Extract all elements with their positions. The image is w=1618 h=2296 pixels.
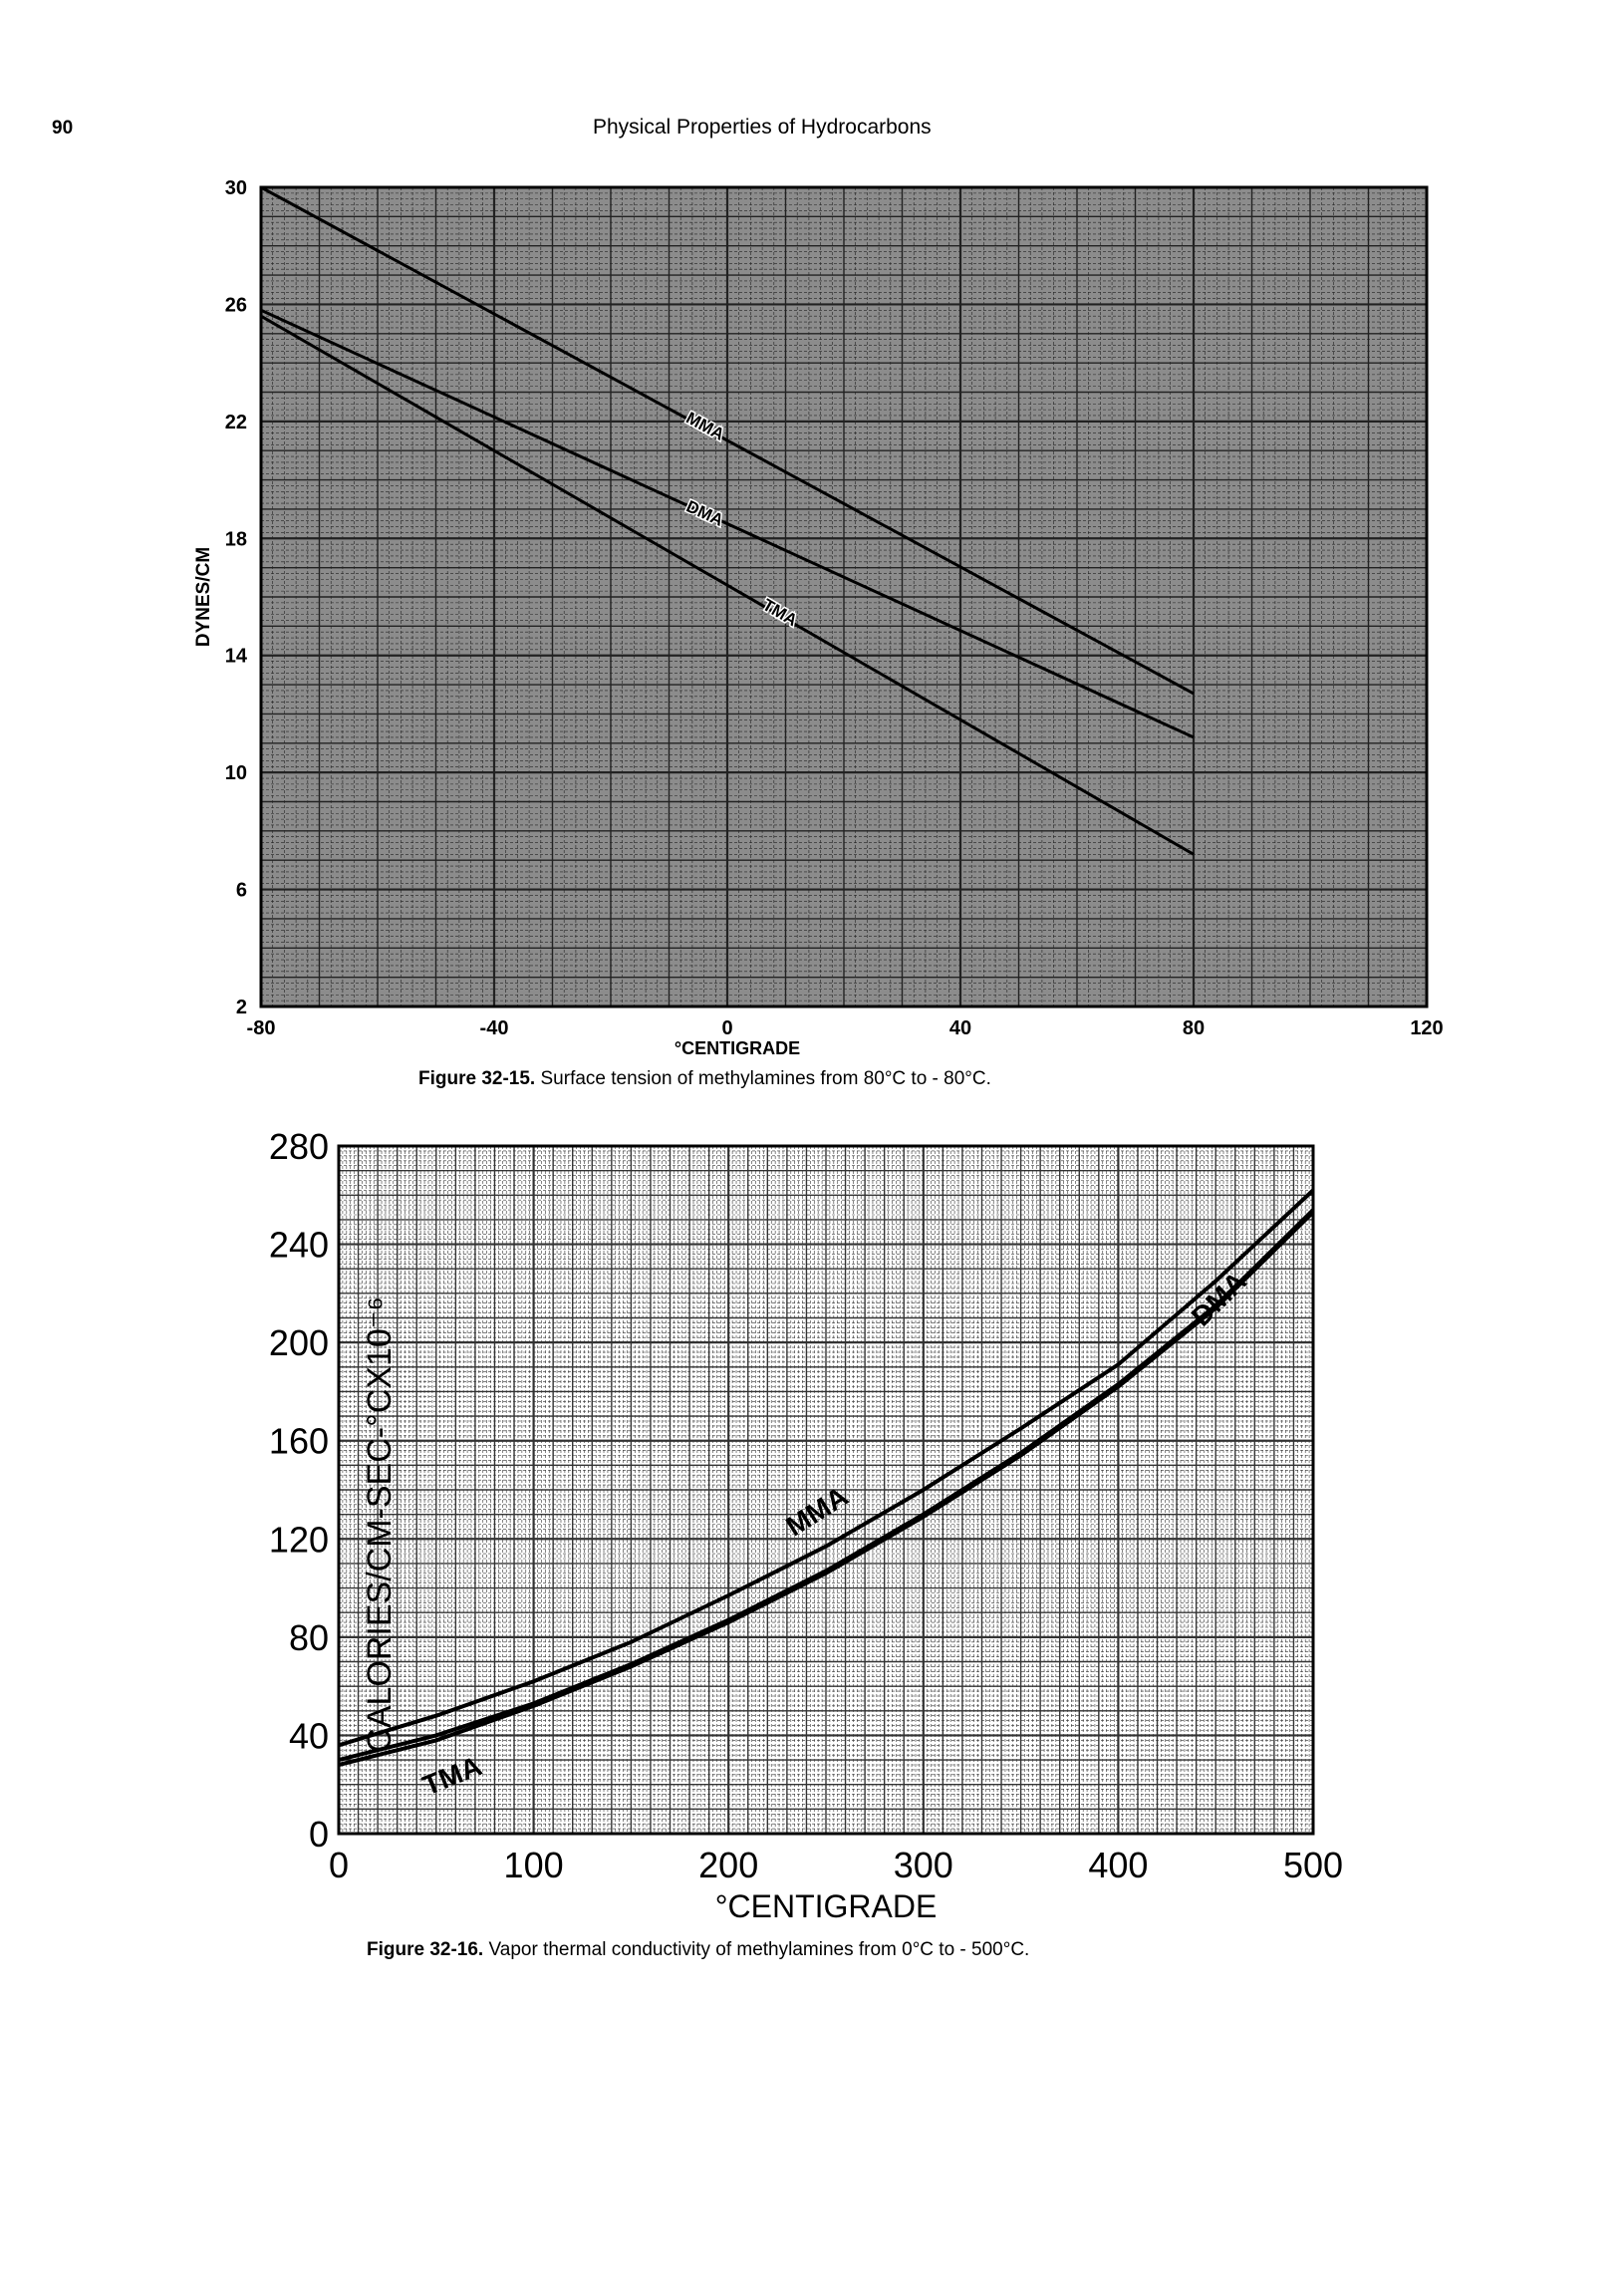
- x-tick-label: 120: [1410, 1017, 1443, 1039]
- x-tick-label: -80: [247, 1017, 276, 1039]
- x-tick-label: 500: [1283, 1845, 1343, 1885]
- series-line-tma: [260, 314, 1195, 856]
- figure-32-15-caption-label: Figure 32-15.: [418, 1068, 536, 1089]
- y-tick-label: 40: [289, 1715, 329, 1756]
- x-tick-label: 40: [949, 1017, 971, 1039]
- figure-32-16-caption-label: Figure 32-16.: [367, 1939, 484, 1960]
- y-tick-label: 14: [225, 646, 248, 668]
- series-line-mma: [260, 185, 1195, 696]
- x-tick-label: 0: [329, 1845, 349, 1885]
- y-tick-label: 200: [269, 1322, 329, 1363]
- y-tick-label: 0: [309, 1814, 329, 1855]
- y-tick-label: 2: [236, 997, 247, 1018]
- page-number: 90: [52, 118, 74, 139]
- series-line-mma: [338, 1188, 1315, 1748]
- x-tick-label: 200: [698, 1845, 758, 1885]
- y-tick-label: 6: [236, 880, 247, 902]
- figure-32-16-caption: Figure 32-16. Vapor thermal conductivity…: [367, 1939, 1029, 1961]
- x-tick-label: 400: [1088, 1845, 1148, 1885]
- figure-32-15-caption: Figure 32-15. Surface tension of methyla…: [418, 1068, 991, 1090]
- y-axis-label: CALORIES/CM-SEC-°CX10⁻⁶: [361, 1296, 399, 1752]
- y-tick-label: 30: [225, 177, 247, 199]
- y-tick-label: 18: [225, 528, 247, 550]
- x-tick-label: -40: [480, 1017, 509, 1039]
- figure-32-16-caption-text: Vapor thermal conductivity of methylamin…: [488, 1939, 1030, 1960]
- x-axis-label: °CENTIGRADE: [715, 1888, 938, 1924]
- x-tick-label: 80: [1183, 1017, 1205, 1039]
- y-tick-label: 10: [225, 762, 247, 784]
- x-tick-label: 0: [721, 1017, 732, 1039]
- y-tick-label: 22: [225, 412, 247, 433]
- y-tick-label: 160: [269, 1421, 329, 1462]
- x-tick-label: 300: [894, 1845, 953, 1885]
- y-tick-label: 280: [269, 1126, 329, 1167]
- x-axis-label: °CENTIGRADE: [674, 1038, 800, 1058]
- chart-1-group: [259, 185, 1429, 1008]
- y-tick-label: 240: [269, 1225, 329, 1266]
- chart-2-group: [337, 1144, 1315, 1836]
- grid: [339, 1146, 1313, 1834]
- y-tick-label: 26: [225, 294, 247, 316]
- figure-32-15-caption-text: Surface tension of methylamines from 80°…: [540, 1068, 991, 1089]
- plot-border: [259, 185, 1429, 1008]
- plot-border: [337, 1144, 1315, 1836]
- page-header-title: Physical Properties of Hydrocarbons: [593, 116, 932, 139]
- y-axis-label: DYNES/CM: [193, 547, 214, 647]
- series-line-tma: [338, 1211, 1315, 1767]
- x-tick-label: 100: [504, 1845, 564, 1885]
- y-tick-label: 80: [289, 1617, 329, 1658]
- y-tick-label: 120: [269, 1519, 329, 1560]
- grid: [261, 187, 1427, 1006]
- series-line-dma: [260, 308, 1195, 739]
